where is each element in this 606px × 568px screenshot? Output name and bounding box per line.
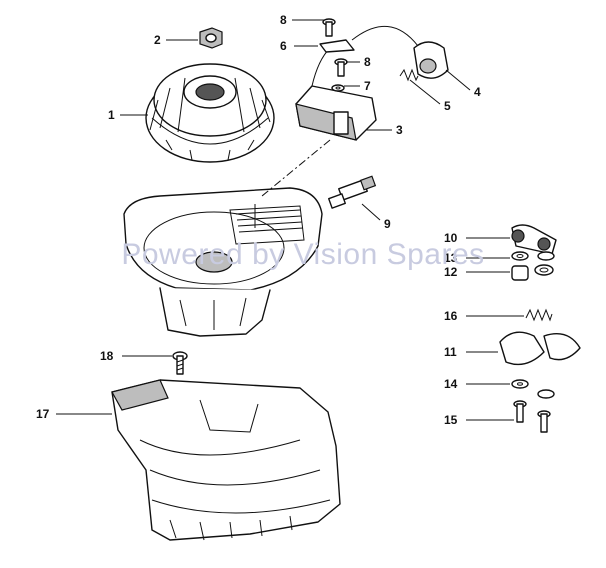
- callout-9: 9: [384, 217, 391, 231]
- assembly-center-line: [261, 139, 331, 197]
- clutch-shoe-part-11[interactable]: [499, 331, 581, 366]
- spring-part-5[interactable]: [399, 68, 419, 82]
- callout-14: 14: [444, 377, 458, 391]
- engine-housing-part[interactable]: [111, 379, 341, 541]
- spark-plug-boot-part[interactable]: [351, 26, 449, 79]
- callout-18: 18: [100, 349, 114, 363]
- callout-16: 16: [444, 309, 458, 323]
- ignition-module-part[interactable]: [295, 47, 377, 141]
- callout-11: 11: [444, 345, 457, 359]
- callout-8-top: 8: [280, 13, 287, 27]
- callout-15: 15: [444, 413, 458, 427]
- callout-labels: 1 2 3 4 5 6 7 8 8 9 10 13 12 16 11 14 15…: [36, 13, 481, 427]
- callout-1: 1: [108, 108, 115, 122]
- nut-part[interactable]: [199, 27, 223, 49]
- screw-part-18[interactable]: [172, 351, 188, 375]
- callout-8-lower: 8: [364, 55, 371, 69]
- callout-6: 6: [280, 39, 287, 53]
- callout-13: 13: [444, 251, 458, 265]
- washer-part-14[interactable]: [511, 379, 555, 399]
- callout-12: 12: [444, 265, 458, 279]
- flywheel-part[interactable]: [145, 63, 275, 163]
- callout-2: 2: [154, 33, 161, 47]
- bushing-part-12[interactable]: [511, 264, 554, 281]
- engine-crankcase: [123, 187, 323, 337]
- leader-lines: [56, 19, 524, 421]
- callout-17: 17: [36, 407, 50, 421]
- washer-part-7[interactable]: [331, 84, 345, 92]
- callout-7: 7: [364, 79, 371, 93]
- callout-10: 10: [444, 231, 458, 245]
- screw-part-8-top[interactable]: [322, 18, 336, 37]
- spring-part-16[interactable]: [525, 308, 553, 322]
- callout-5: 5: [444, 99, 451, 113]
- washer-part-13[interactable]: [511, 251, 555, 261]
- spark-plug-part[interactable]: [328, 175, 377, 209]
- ground-bracket-part[interactable]: [319, 39, 355, 53]
- callout-3: 3: [396, 123, 403, 137]
- callout-4: 4: [474, 85, 481, 99]
- clutch-shoe-part-10[interactable]: [511, 224, 557, 255]
- screw-part-8-lower[interactable]: [334, 58, 348, 77]
- screw-part-15[interactable]: [513, 400, 551, 433]
